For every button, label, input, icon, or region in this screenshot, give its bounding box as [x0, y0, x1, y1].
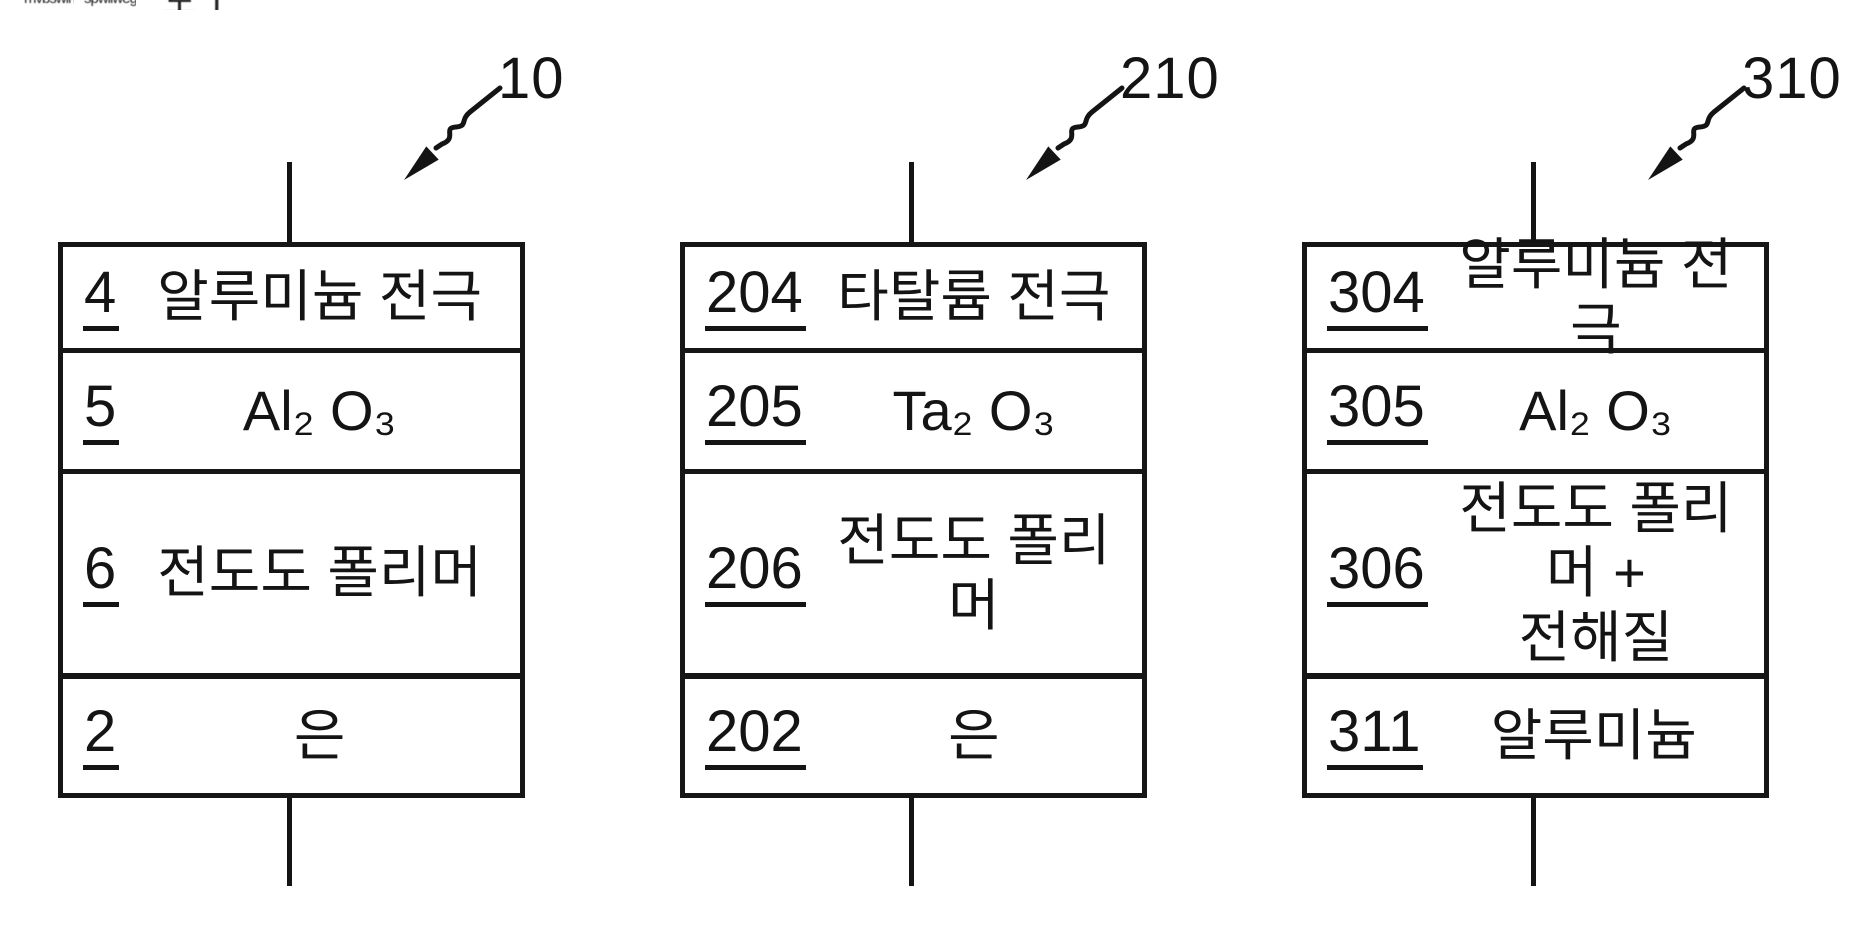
layer-label: Al₂ O₃: [1519, 378, 1673, 442]
layer-number: 202: [705, 702, 806, 770]
layer-number: 304: [1327, 264, 1428, 331]
layer-row: 205 Ta₂ O₃: [685, 348, 1142, 469]
cutoff-text: mvbswlhde: [24, 0, 74, 7]
layer-label: 알루미늄: [1490, 703, 1697, 767]
bottom-lead-line: [287, 798, 292, 886]
layer-stack: 4 알루미늄 전극 5 Al₂ O₃ 6 전도도 폴리머 2 은: [58, 242, 525, 798]
layer-label: 전도도 폴리머: [157, 541, 482, 605]
layer-label: Al₂ O₃: [242, 378, 397, 442]
layer-stack: 304 알루미늄 전극 305 Al₂ O₃ 306 전도도 폴리머 + 전해질…: [1302, 233, 1769, 798]
squiggle-arrow-icon: [404, 85, 503, 180]
cutoff-figure-label-fragment: 도 1: [163, 0, 247, 10]
layer-number: 4: [83, 264, 120, 331]
layer-number: 305: [1327, 377, 1428, 445]
layer-number: 306: [1327, 540, 1428, 607]
layer-label: 알루미늄 전극: [157, 265, 482, 329]
layer-label: 타탈륨 전극: [837, 265, 1111, 329]
layer-number: 204: [705, 264, 806, 331]
bottom-lead-line: [1531, 798, 1536, 886]
squiggle-arrow-icon: [1026, 85, 1125, 180]
capacitor-diagram-210: 210 204 타탈륨 전극 205 Ta₂ O₃ 206 전도도 폴리머 20…: [680, 40, 1219, 890]
layer-row: 4 알루미늄 전극: [63, 247, 520, 348]
cutoff-figure-label: 도 1: [163, 0, 247, 10]
layer-label: 은: [948, 703, 1000, 767]
cutoff-text-fragment: mvbswlhde: [24, 0, 74, 9]
layer-label: 전도도 폴리머: [837, 509, 1111, 637]
ref-number: 310: [1742, 46, 1842, 111]
layer-row: 305 Al₂ O₃: [1307, 348, 1764, 469]
cutoff-text: spwllwege: [84, 0, 136, 7]
top-lead-line: [1531, 162, 1536, 242]
layer-row: 206 전도도 폴리머: [685, 469, 1142, 673]
layer-row: 6 전도도 폴리머: [63, 469, 520, 673]
ref-number: 10: [498, 46, 565, 111]
layer-label: Ta₂ O₃: [892, 378, 1056, 442]
layer-number: 206: [705, 540, 806, 607]
layer-label: 전도도 폴리머 + 전해질: [1459, 476, 1733, 669]
cutoff-text-fragment: spwllwege: [84, 0, 136, 9]
capacitor-diagram-10: 10 4 알루미늄 전극 5 Al₂ O₃ 6 전도도 폴리머 2 은: [58, 40, 564, 890]
layer-number: 2: [83, 702, 120, 770]
layer-row: 2 은: [63, 673, 520, 793]
layer-row: 5 Al₂ O₃: [63, 348, 520, 469]
layer-row: 204 타탈륨 전극: [685, 247, 1142, 348]
layer-label: 알루미늄 전극: [1459, 233, 1733, 361]
bottom-lead-line: [909, 798, 914, 886]
top-lead-line: [909, 162, 914, 242]
layer-label: 은: [293, 703, 346, 767]
squiggle-arrow-icon: [1648, 85, 1747, 180]
layer-stack: 204 타탈륨 전극 205 Ta₂ O₃ 206 전도도 폴리머 202 은: [680, 242, 1147, 798]
layer-row: 311 알루미늄: [1307, 673, 1764, 793]
layer-row: 202 은: [685, 673, 1142, 793]
ref-number: 210: [1120, 46, 1220, 111]
layer-row: 306 전도도 폴리머 + 전해질: [1307, 469, 1764, 673]
layer-number: 205: [705, 377, 806, 445]
layer-number: 5: [83, 377, 120, 445]
layer-row: 304 알루미늄 전극: [1307, 233, 1764, 361]
layer-number: 311: [1327, 702, 1424, 770]
capacitor-diagram-310: 310 304 알루미늄 전극 305 Al₂ O₃ 306 전도도 폴리머 +…: [1302, 40, 1841, 890]
layer-number: 6: [83, 540, 120, 607]
top-lead-line: [287, 162, 292, 242]
